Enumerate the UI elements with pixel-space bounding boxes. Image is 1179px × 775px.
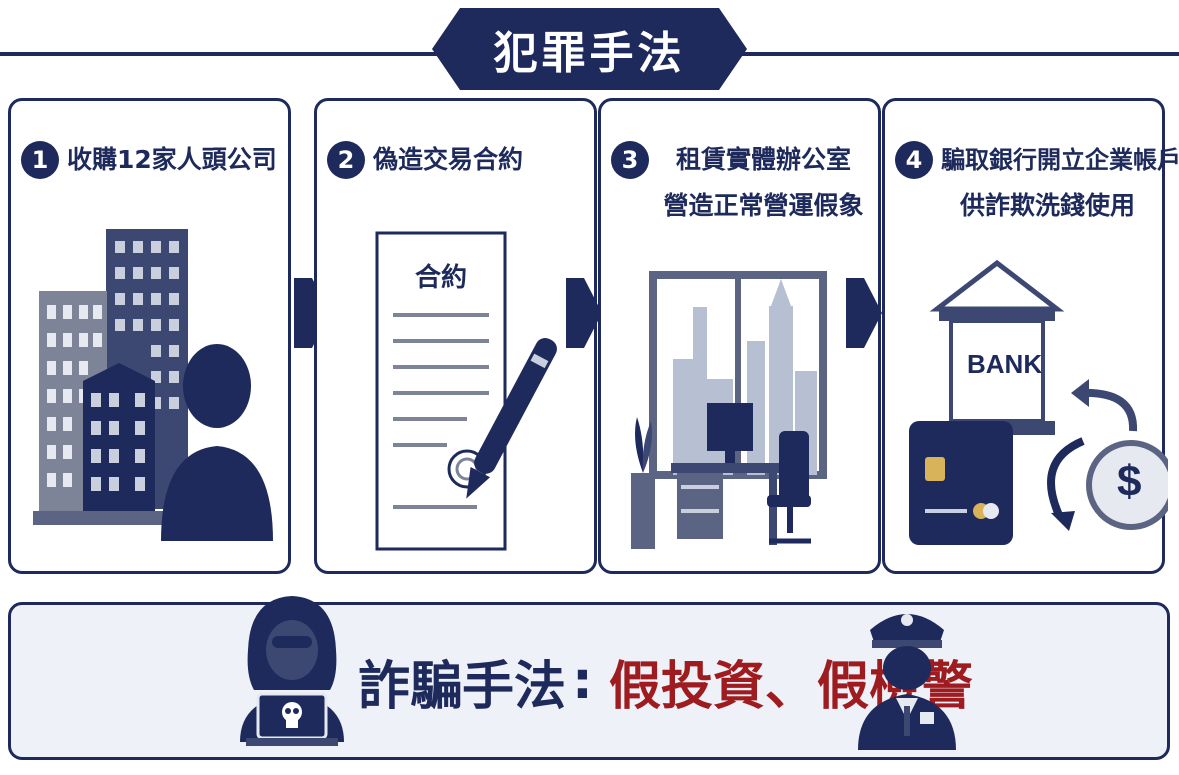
arrow-right-icon	[566, 278, 602, 348]
hacker-laptop-icon	[240, 596, 344, 746]
step-card-1: 1 收購12家人頭公司	[8, 98, 291, 574]
bank-card-coin-icon	[909, 259, 1168, 545]
header-title: 犯罪手法	[432, 8, 747, 90]
step-number-1: 1	[21, 141, 59, 179]
step-title-3-line-2: 營造正常營運假象	[663, 191, 864, 220]
header-rule-right	[740, 52, 1179, 56]
step-number-4: 4	[895, 141, 933, 179]
police-officer-icon	[858, 614, 956, 750]
step-number-3: 3	[611, 141, 649, 179]
step-card-3: 3 租賃實體辦公室 營造正常營運假象	[598, 98, 881, 574]
fraud-method-label: 詐騙手法	[358, 656, 567, 717]
fraud-method-colon: :	[572, 651, 593, 711]
step-card-2: 2 偽造交易合約 合約	[314, 98, 597, 574]
fraud-method-banner	[8, 602, 1170, 760]
contract-document-icon	[375, 231, 557, 551]
step-title-1: 收購12家人頭公司	[67, 145, 277, 174]
office-desk-icon	[631, 271, 827, 549]
header-rule-left	[0, 52, 440, 56]
buildings-person-icon	[33, 229, 273, 541]
step-title-2: 偽造交易合約	[373, 145, 524, 174]
dollar-icon: $	[1117, 457, 1142, 506]
step-title-3-line-1: 租賃實體辦公室	[675, 145, 851, 174]
bank-label: BANK	[967, 349, 1043, 379]
arrow-right-icon	[846, 278, 882, 348]
step-number-2: 2	[327, 141, 365, 179]
step-card-4: 4 騙取銀行開立企業帳戶 供詐欺洗錢使用 BANK $	[882, 98, 1179, 574]
step-title-4-line-2: 供詐欺洗錢使用	[959, 191, 1135, 220]
document-label: 合約	[415, 263, 468, 293]
step-title-4-line-1: 騙取銀行開立企業帳戶	[941, 146, 1179, 174]
